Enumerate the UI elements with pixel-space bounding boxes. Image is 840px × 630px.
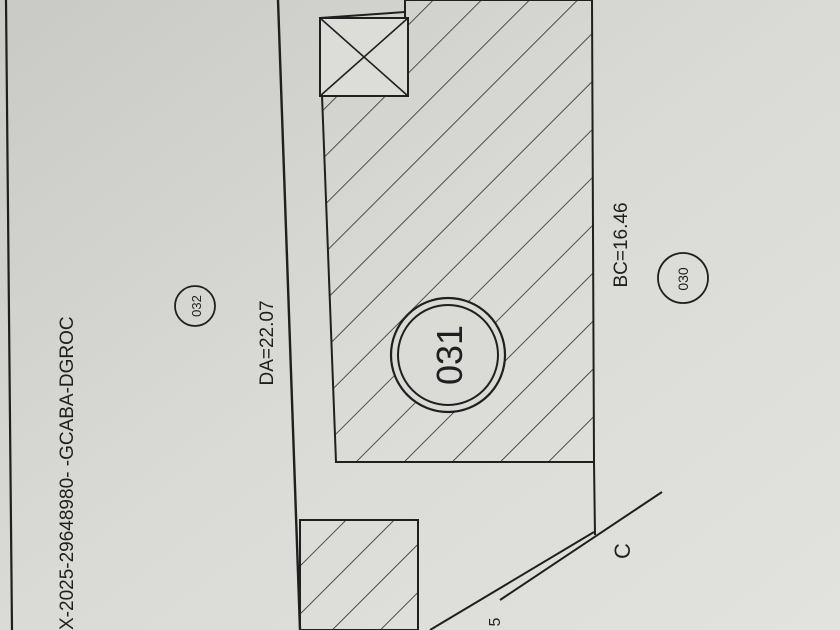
parcel-031-marker <box>389 296 507 414</box>
sheet-border-line <box>4 0 14 630</box>
corner-label-partial: 5 <box>487 617 504 626</box>
parcel-031-label: 031 <box>429 325 470 385</box>
corner-label-c: C <box>610 543 635 559</box>
parcel-030-label: 030 <box>675 267 691 291</box>
dimension-da: DA=22.07 <box>257 300 278 385</box>
parcel-032-label: 032 <box>189 295 204 317</box>
crossed-box <box>319 17 409 97</box>
street-line <box>276 0 302 630</box>
corner-diagonal-line-lower <box>429 531 595 630</box>
lower-hatched-parcel <box>299 519 419 630</box>
parcel-032-circle <box>174 285 216 327</box>
document-reference: X-2025-29648980- -GCABA-DGROC <box>57 316 78 630</box>
parcel-boundary-line <box>593 461 596 536</box>
dimension-bc: BC=16.46 <box>611 202 632 287</box>
corner-diagonal-line <box>499 491 663 601</box>
parcel-030-circle <box>657 252 709 304</box>
